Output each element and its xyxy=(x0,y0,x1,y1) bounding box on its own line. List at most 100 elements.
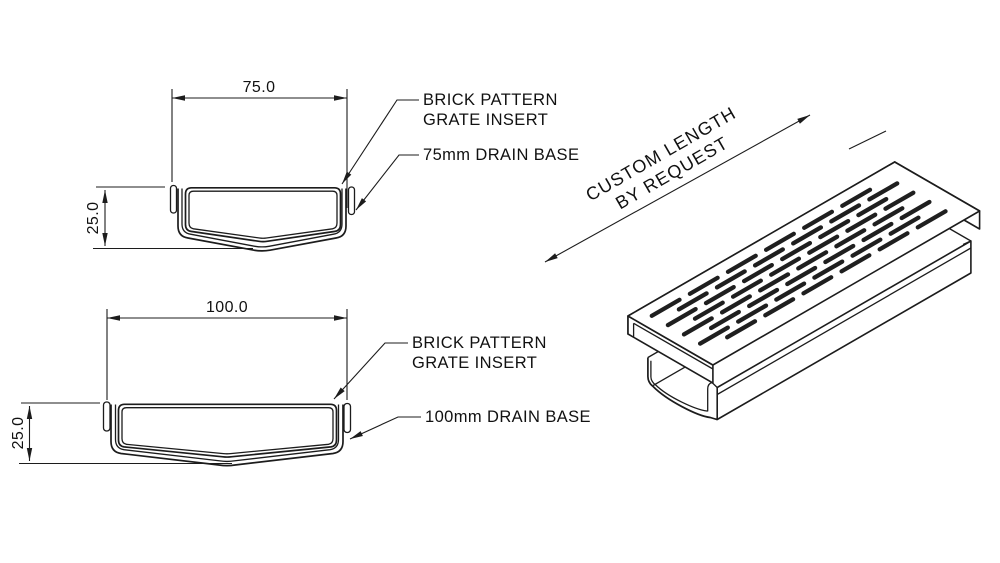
grate-slot xyxy=(812,259,845,280)
grate-near-plate-edge xyxy=(633,322,714,370)
grate-slot xyxy=(861,221,894,243)
base-side-tab-left xyxy=(169,184,178,214)
grate-slot xyxy=(687,275,720,296)
arrowhead xyxy=(334,95,347,101)
arrowhead xyxy=(545,253,558,262)
drain-base-outer-profile xyxy=(110,404,344,467)
drain-base-inner-profile xyxy=(114,404,340,463)
grate-slot xyxy=(708,309,741,331)
grate-slot xyxy=(801,275,834,296)
grate-slot xyxy=(899,199,932,221)
grate-slot xyxy=(780,240,813,262)
grate-slot xyxy=(834,228,867,249)
grate-slot xyxy=(769,256,802,277)
grate-slot xyxy=(649,297,682,318)
grate-slot xyxy=(719,294,752,315)
grate-label-line1: BRICK PATTERN xyxy=(423,91,558,109)
grate-slot xyxy=(725,253,758,274)
grate-slot xyxy=(752,247,785,268)
section-75-view: 75.0 25.0 BRICK PATTERN GRATE INSERT 75m… xyxy=(85,79,579,252)
grate-slot xyxy=(763,231,796,252)
grate-slot xyxy=(747,287,780,309)
grate-slot-pattern xyxy=(649,181,948,346)
arrowhead xyxy=(350,431,363,439)
grate-slot xyxy=(888,215,921,236)
grate-slot xyxy=(915,209,948,230)
grate-insert-outer-profile xyxy=(117,403,338,458)
grate-slot xyxy=(850,237,883,258)
base-label-100: 100mm DRAIN BASE xyxy=(425,408,591,426)
grate-slot xyxy=(763,297,796,318)
arrowhead xyxy=(26,448,33,461)
arrowhead xyxy=(334,315,347,321)
base-near-end-inner-profile xyxy=(650,360,718,412)
grate-slot xyxy=(714,269,747,290)
base-side-panel-face xyxy=(716,240,972,421)
arrowhead xyxy=(334,387,345,399)
grate-insert-outer-profile xyxy=(184,186,342,243)
grate-slot xyxy=(730,278,763,299)
grate-slot xyxy=(725,319,758,340)
grate-slot xyxy=(823,243,856,265)
extension-line xyxy=(848,130,887,150)
isometric-view: CUSTOM LENGTH BY REQUEST xyxy=(544,103,981,421)
section-100-view: 100.0 25.0 BRICK PATTERN GRATE INSERT 10… xyxy=(10,299,591,467)
grate-insert-inner-profile xyxy=(188,190,338,239)
arrowhead xyxy=(26,406,33,419)
grate-slot xyxy=(840,187,873,208)
grate-label-line2: GRATE INSERT xyxy=(412,354,537,372)
grate-slot xyxy=(796,250,829,271)
grate-slot xyxy=(877,231,910,252)
grate-slot xyxy=(829,203,862,224)
grate-slot xyxy=(692,300,725,321)
leader-line-base xyxy=(355,154,419,211)
grate-slot xyxy=(785,265,818,287)
grate-slot xyxy=(703,284,736,306)
grate-slot xyxy=(665,306,698,328)
grate-slot xyxy=(697,325,730,346)
grate-slot xyxy=(741,262,774,284)
grate-slot xyxy=(807,234,840,255)
grate-slot xyxy=(839,253,872,274)
grate-slot xyxy=(681,316,714,337)
grate-label-line2: GRATE INSERT xyxy=(423,111,548,129)
width-dimension-label-100: 100.0 xyxy=(206,299,248,316)
arrowhead xyxy=(342,171,352,184)
grate-slot xyxy=(676,291,709,312)
grate-slot xyxy=(774,281,807,302)
length-note: CUSTOM LENGTH BY REQUEST xyxy=(582,103,739,214)
leader-line-base xyxy=(349,416,421,440)
arrowhead xyxy=(797,115,810,124)
leader-line-grate xyxy=(333,342,408,400)
drain-base-inner-profile xyxy=(181,188,343,248)
base-label-75: 75mm DRAIN BASE xyxy=(423,146,579,164)
grate-slot xyxy=(856,196,889,218)
base-side-tab-left xyxy=(102,401,111,432)
arrowhead xyxy=(102,190,108,203)
base-panel-fold-end xyxy=(962,240,972,246)
height-dimension-label-100: 25.0 xyxy=(10,417,27,450)
arrowhead xyxy=(107,315,120,321)
grate-slot xyxy=(791,225,824,246)
base-side-tab-right xyxy=(343,402,352,434)
base-panel-fold-edge xyxy=(716,247,972,396)
grate-slot xyxy=(867,181,900,202)
grate-slot xyxy=(845,212,878,233)
iso-grate-insert xyxy=(627,161,981,384)
grate-insert-inner-profile xyxy=(121,407,334,455)
base-near-end-outer-profile xyxy=(647,357,718,421)
dimension-line-length xyxy=(544,114,811,263)
drain-base-outer-profile xyxy=(177,188,347,252)
arrowhead xyxy=(102,233,108,246)
grate-slot xyxy=(802,209,835,230)
leader-line-grate xyxy=(341,99,419,185)
grate-slot xyxy=(736,303,769,324)
grate-slot xyxy=(758,272,791,293)
width-dimension-label-75: 75.0 xyxy=(243,79,276,96)
arrowheads xyxy=(26,95,810,461)
grate-slot xyxy=(883,190,916,211)
arrowhead xyxy=(356,198,367,210)
height-dimension-label-75: 25.0 xyxy=(85,202,102,235)
